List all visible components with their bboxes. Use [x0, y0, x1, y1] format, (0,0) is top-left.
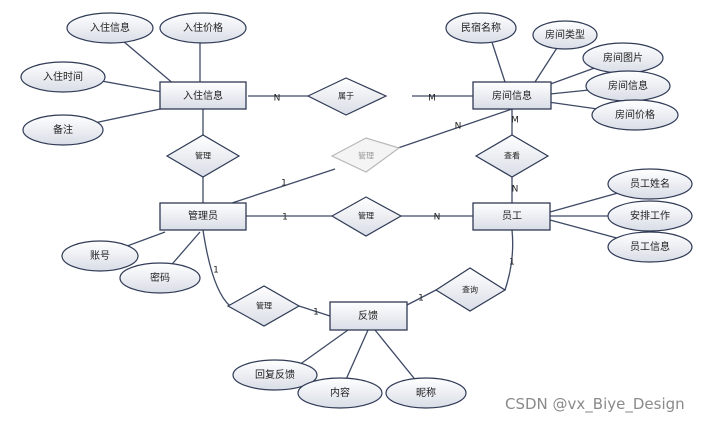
cardinality-admin-feedback: 1 [213, 266, 219, 276]
watermark-text: CSDN @vx_Biye_Design [505, 395, 685, 414]
relationship-view: 查看 [474, 134, 550, 178]
attribute-password: 密码 [119, 262, 201, 294]
attribute-homestay-name: 民宿名称 [445, 12, 517, 44]
relationship-manage-staff: 管理 [330, 196, 403, 237]
cardinality-feedback-query: 1 [418, 294, 424, 304]
attribute-nickname: 昵称 [385, 377, 467, 409]
attribute-remark: 备注 [22, 114, 104, 146]
attribute-room-type-label: 房间类型 [545, 28, 585, 41]
attribute-account: 账号 [61, 240, 139, 272]
entity-staff: 员工 [472, 202, 551, 231]
attribute-content-label: 内容 [330, 386, 350, 399]
attribute-room-image-label: 房间图片 [603, 51, 643, 64]
attribute-remark-label: 备注 [53, 123, 73, 136]
cardinality-query-staff: 1 [509, 258, 515, 268]
relationship-query: 查询 [434, 267, 507, 312]
entity-checkin: 入住信息 [159, 81, 247, 110]
entity-staff-label: 员工 [502, 210, 522, 222]
attribute-account-label: 账号 [90, 250, 110, 262]
relationship-manage-checkin-label: 管理 [195, 151, 211, 161]
cardinality-room-view: M [511, 116, 519, 126]
attribute-staff-info-label: 员工信息 [630, 240, 670, 253]
attribute-checkin-info-label: 入住信息 [90, 21, 130, 34]
relationship-manage-checkin: 管理 [165, 134, 241, 178]
relationship-manage-room-label: 管理 [358, 151, 374, 161]
attribute-checkin-price-label: 入住价格 [183, 21, 223, 34]
cardinality-manage-staff-n: N [434, 213, 441, 223]
attribute-staff-name: 员工姓名 [607, 168, 693, 200]
attribute-checkin-price: 入住价格 [159, 12, 247, 44]
relationship-manage-feedback: 管理 [226, 285, 301, 327]
attribute-room-info-label: 房间信息 [608, 79, 648, 92]
attribute-content: 内容 [297, 377, 383, 409]
relationship-manage-room: 管理 [330, 137, 401, 173]
entity-room: 房间信息 [472, 81, 552, 110]
cardinality-belongs-room: M [428, 94, 436, 104]
attribute-room-type: 房间类型 [532, 20, 598, 50]
relationship-manage-staff-label: 管理 [358, 211, 374, 221]
cardinality-manage-admin: 1 [281, 179, 287, 189]
attribute-reply-feedback-label: 回复反馈 [255, 368, 295, 381]
relationship-belongs: 属于 [306, 77, 388, 116]
attribute-room-image: 房间图片 [582, 42, 664, 74]
entity-checkin-label: 入住信息 [183, 89, 223, 102]
attribute-staff-name-label: 员工姓名 [630, 177, 670, 190]
relationship-manage-feedback-label: 管理 [256, 301, 272, 311]
attribute-password-label: 密码 [150, 271, 170, 284]
attribute-arrange-work-label: 安排工作 [630, 209, 670, 222]
attribute-checkin-time: 入住时间 [20, 61, 106, 93]
entity-feedback: 反馈 [329, 301, 408, 331]
cardinality-manage-feedback: 1 [313, 308, 319, 318]
attribute-checkin-time-label: 入住时间 [43, 70, 83, 83]
attribute-staff-info: 员工信息 [607, 231, 693, 263]
relationship-query-label: 查询 [462, 285, 478, 295]
entity-admin-label: 管理员 [188, 209, 218, 222]
relationship-belongs-label: 属于 [338, 92, 354, 101]
attribute-room-price-label: 房间价格 [615, 108, 655, 121]
attribute-arrange-work: 安排工作 [607, 200, 693, 232]
cardinality-admin-manage-staff: 1 [282, 213, 288, 223]
attribute-room-info: 房间信息 [585, 70, 671, 102]
relationship-view-label: 查看 [504, 151, 520, 161]
cardinality-checkin-belongs: N [274, 94, 281, 104]
attribute-reply-feedback: 回复反馈 [232, 359, 318, 391]
attribute-room-price: 房间价格 [591, 99, 679, 131]
cardinality-view-staff: N [512, 185, 519, 195]
entity-admin: 管理员 [159, 202, 247, 231]
cardinality-room-manage: N [455, 122, 462, 132]
entity-room-label: 房间信息 [492, 89, 532, 102]
attribute-checkin-info: 入住信息 [66, 12, 154, 44]
attribute-nickname-label: 昵称 [416, 386, 436, 399]
entity-feedback-label: 反馈 [358, 309, 378, 322]
attribute-homestay-name-label: 民宿名称 [461, 21, 501, 34]
